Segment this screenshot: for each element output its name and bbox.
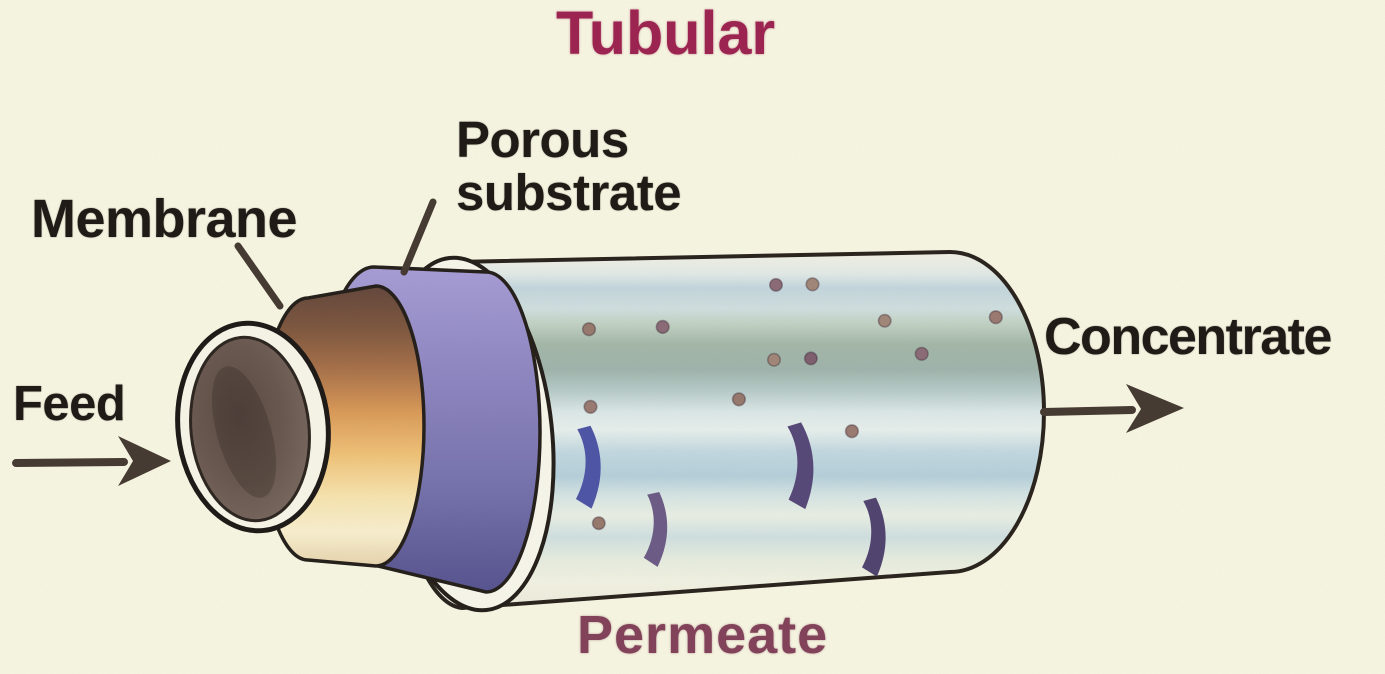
porous-substrate-label: Porous substrate: [456, 111, 682, 221]
membrane-label: Membrane: [31, 189, 298, 249]
porous-substrate-label-line1: Porous: [456, 111, 629, 168]
permeate-label: Permeate: [577, 605, 829, 665]
concentrate-label: Concentrate: [1044, 308, 1332, 366]
porous-substrate-label-line2: substrate: [456, 163, 682, 221]
feed-label: Feed: [13, 377, 126, 431]
diagram-title: Tubular: [556, 0, 776, 67]
